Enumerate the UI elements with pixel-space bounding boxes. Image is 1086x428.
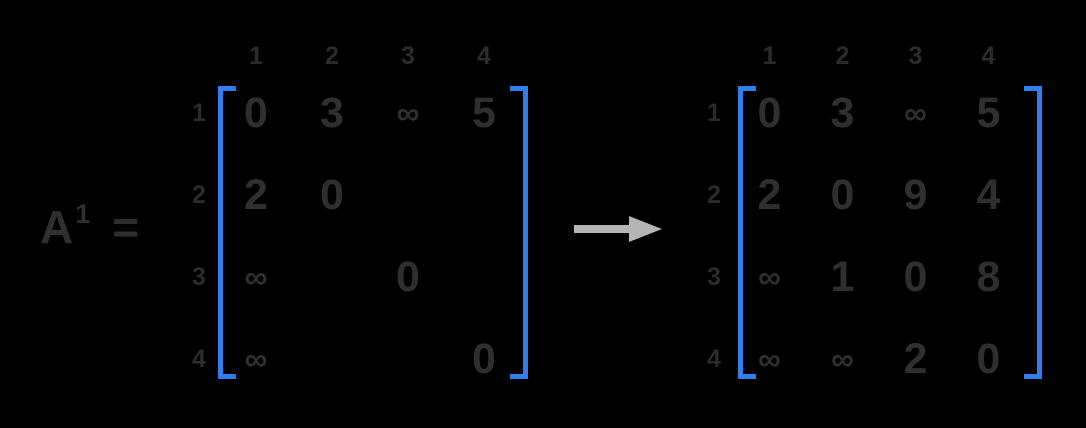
col-header-3: 3: [908, 41, 923, 70]
cell-r4c2: ∞: [831, 341, 854, 377]
cell-r2c2: 0: [830, 170, 855, 219]
cell-r2c3: 9: [903, 170, 928, 219]
col-header-2: 2: [325, 41, 339, 70]
matrix-grid: 1 2 3 4 1 0 3 ∞ 5 2 2 0 9 4 3 ∞ 1 0 8 4 …: [695, 40, 1025, 400]
row-label-2: 2: [192, 180, 206, 209]
matrix-grid: 1 2 3 4 1 0 3 ∞ 5 2 2 0 3 ∞ 0 4 ∞ 0: [180, 40, 522, 400]
cell-r4c4: 0: [976, 334, 1001, 383]
matrix-superscript: 1: [75, 199, 92, 229]
cell-r3c4: 8: [976, 252, 1001, 301]
col-header-4: 4: [981, 41, 996, 70]
col-header-2: 2: [835, 41, 850, 70]
row-label-3: 3: [192, 262, 206, 291]
cell-r1c2: 3: [830, 88, 855, 137]
cell-r3c1: ∞: [758, 259, 781, 295]
right-arrow-icon: [574, 216, 662, 242]
cell-r4c4: 0: [472, 334, 496, 383]
cell-r2c2: 0: [320, 170, 344, 219]
equals-sign: =: [112, 201, 141, 253]
matrix-a1-result: 1 2 3 4 1 0 3 ∞ 5 2 2 0 9 4 3 ∞ 1 0 8 4 …: [695, 40, 1042, 400]
cell-r1c1: 0: [757, 88, 782, 137]
cell-r2c1: 2: [757, 170, 782, 219]
cell-r1c3: ∞: [904, 95, 927, 131]
cell-r1c3: ∞: [396, 95, 420, 131]
row-label-2: 2: [707, 180, 721, 209]
left-bracket-icon: [738, 86, 756, 379]
cell-r3c3: 0: [903, 252, 928, 301]
cell-r4c1: ∞: [758, 341, 781, 377]
col-header-1: 1: [249, 41, 263, 70]
cell-r4c1: ∞: [244, 341, 268, 377]
cell-r4c3: 2: [903, 334, 928, 383]
cell-r3c1: ∞: [244, 259, 268, 295]
right-bracket-icon: [1024, 86, 1042, 379]
matrix-symbol: A: [40, 201, 75, 253]
row-label-4: 4: [192, 344, 206, 373]
cell-r1c4: 5: [976, 88, 1001, 137]
col-header-3: 3: [401, 41, 415, 70]
row-label-3: 3: [707, 262, 721, 291]
col-header-1: 1: [762, 41, 777, 70]
col-header-4: 4: [477, 41, 491, 70]
cell-r1c2: 3: [320, 88, 344, 137]
row-label-4: 4: [707, 344, 721, 373]
cell-r1c1: 0: [244, 88, 268, 137]
row-label-1: 1: [707, 98, 721, 127]
cell-r3c2: 1: [830, 252, 855, 301]
cell-r1c4: 5: [472, 88, 496, 137]
cell-r3c3: 0: [396, 252, 420, 301]
matrix-a1-initial: 1 2 3 4 1 0 3 ∞ 5 2 2 0 3 ∞ 0 4 ∞ 0: [180, 40, 528, 400]
cell-r2c4: 4: [976, 170, 1001, 219]
row-label-1: 1: [192, 98, 206, 127]
right-bracket-icon: [510, 86, 528, 379]
cell-r2c1: 2: [244, 170, 268, 219]
left-bracket-icon: [218, 86, 236, 379]
